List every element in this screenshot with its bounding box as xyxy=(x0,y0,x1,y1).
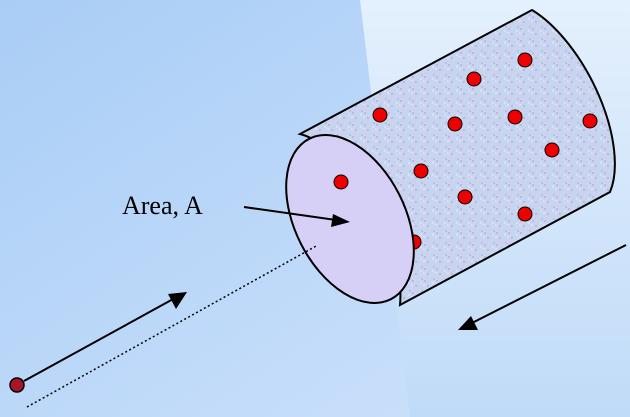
incoming-particle xyxy=(10,378,24,392)
particle xyxy=(583,114,597,128)
particle xyxy=(448,117,462,131)
particle xyxy=(334,175,348,189)
particle xyxy=(458,190,472,204)
particle xyxy=(508,110,522,124)
particle xyxy=(414,164,428,178)
particle xyxy=(373,108,387,122)
particle xyxy=(518,207,532,221)
area-label: Area, A xyxy=(122,191,203,221)
particle xyxy=(518,53,532,67)
particle xyxy=(467,72,481,86)
particle xyxy=(545,143,559,157)
